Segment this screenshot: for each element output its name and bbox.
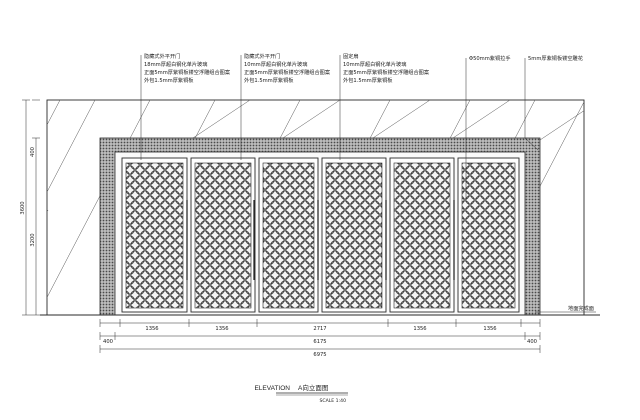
hatch-line [189, 100, 251, 141]
dim-row2-right: 400 [527, 339, 537, 345]
left-dimension-lines [22, 99, 40, 316]
dim-row1-4: 1356 [413, 326, 426, 332]
hatch-line [0, 140, 40, 370]
callout-1-line-2: 18mm厚超白钢化单片玻璃 [144, 60, 207, 68]
callout-4-line-1: Φ50mm紫铜拉手 [469, 54, 511, 62]
title-chinese: A向立面图 [298, 383, 328, 392]
dim-row2-left: 400 [103, 339, 113, 345]
dim-total: 6975 [313, 352, 326, 358]
dim-row1-2: 1356 [215, 326, 228, 332]
title-english: ELEVATION [254, 385, 290, 392]
callout-3-line-4: 外包1.5mm厚紫铜板 [343, 76, 393, 84]
hatch-line [47, 100, 96, 193]
hatch-line [47, 100, 61, 126]
callout-2-line-1: 隐藏式外平开门 [244, 52, 280, 60]
callout-2-line-4: 外包1.5mm厚紫铜板 [244, 76, 294, 84]
callout-leader [524, 58, 539, 151]
door-panel-lattice [194, 162, 252, 309]
floor-finish-label: 地面完成面 [568, 304, 594, 312]
hatch-line [449, 100, 511, 141]
door-panel-lattice [325, 162, 383, 309]
door-panels [121, 157, 520, 313]
door-panel-lattice [393, 162, 451, 309]
callout-1-line-3: 正面5mm厚紫铜板镂空浮雕组合图案 [144, 68, 231, 76]
hatch-line [279, 100, 341, 141]
callout-2-line-3: 正面5mm厚紫铜板镂空浮雕组合图案 [244, 68, 331, 76]
dim-row1-3: 2717 [313, 326, 326, 332]
callout-leaders [140, 55, 539, 200]
hatch-line [539, 110, 584, 141]
dim-row1-5: 1356 [483, 326, 496, 332]
title-scale: SCALE 1:40 [319, 398, 346, 404]
callout-5-line-1: 5mm厚紫铜板镂空雕花 [528, 54, 583, 62]
callout-3-line-2: 10mm厚超白钢化单片玻璃 [343, 60, 406, 68]
bottom-dimension-lines [99, 319, 541, 353]
dim-row1-1: 1356 [145, 326, 158, 332]
callout-1-line-1: 隐藏式外平开门 [144, 52, 180, 60]
door-panel-lattice [125, 162, 184, 309]
callout-3-line-3: 正面5mm厚紫铜板镂空浮雕组合图案 [343, 68, 430, 76]
left-dim-3600: 3600 [20, 201, 26, 214]
door-panel-lattice [461, 162, 516, 309]
door-panel-lattice [262, 162, 315, 309]
callout-3-line-1: 固定扇 [343, 52, 359, 60]
left-dim-400: 400 [30, 147, 36, 157]
callout-2-line-2: 10mm厚超白钢化单片玻璃 [244, 60, 307, 68]
hatch-line [369, 100, 431, 141]
left-dim-3200: 3200 [30, 233, 36, 246]
dim-row2-mid: 6175 [313, 339, 326, 345]
callout-1-line-4: 外包1.5mm厚紫铜板 [144, 76, 194, 84]
